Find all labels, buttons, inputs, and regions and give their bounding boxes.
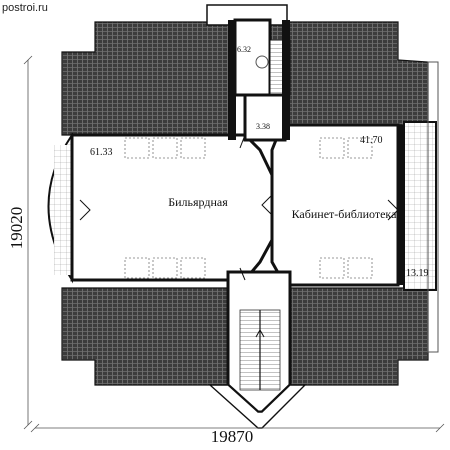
roof-bottom-left — [61, 287, 236, 386]
balcony-area-label: 13.19 — [406, 268, 429, 279]
study-room — [270, 123, 400, 287]
light-fixtures — [124, 137, 373, 279]
interior — [47, 61, 439, 353]
top-core — [206, 4, 291, 142]
doors — [79, 134, 399, 281]
balcony-right — [403, 121, 437, 291]
study-room-label: Кабинет-библиотека — [292, 207, 397, 221]
wc-area-label: 6.32 — [237, 45, 251, 54]
bay-floor-left — [54, 145, 72, 275]
stair-core — [208, 270, 307, 429]
roof-top-left — [61, 21, 231, 136]
study-area-label: 41.70 — [360, 135, 383, 146]
hall-area-label: 3.38 — [256, 122, 270, 131]
billiard-room-label: Бильярдная — [168, 195, 228, 209]
watermark-text: postroi.ru — [2, 2, 48, 14]
wc-room — [233, 18, 272, 97]
width-dimension-label: 19870 — [211, 427, 254, 446]
hall-room — [243, 93, 287, 142]
height-dimension-label: 19020 — [7, 207, 26, 250]
billiard-area-label: 61.33 — [90, 147, 113, 158]
roof-bottom-right — [289, 287, 429, 386]
dimension-lines — [23, 55, 445, 433]
